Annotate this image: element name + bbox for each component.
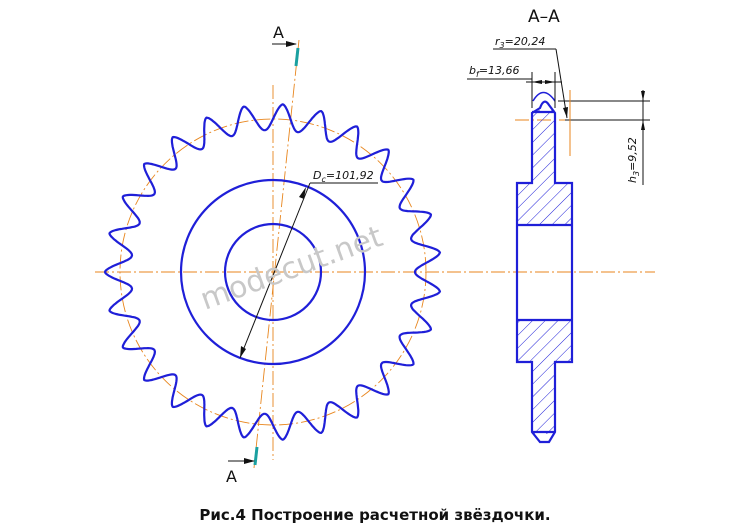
r3-symbol: r — [495, 35, 501, 48]
diameter-line — [239, 182, 311, 359]
r3-subscript: 3 — [500, 41, 505, 50]
hatch-upper-hub — [517, 183, 572, 225]
dc-subscript: c — [321, 175, 326, 184]
hatch-upper-tooth — [532, 110, 555, 183]
bf-subscript: f — [476, 70, 480, 79]
section-mark-top: A — [273, 23, 284, 42]
section-line — [253, 39, 300, 469]
pitch-circle — [119, 118, 427, 426]
diameter-arrow-a — [240, 346, 246, 358]
bf-symbol: b — [469, 64, 476, 77]
bf-label: bf=13,66 — [469, 64, 520, 79]
diameter-label: Dc=101,92 — [313, 169, 374, 184]
arrow-top-head — [286, 41, 297, 47]
dc-symbol: D — [313, 169, 321, 182]
h3-value: =9,52 — [626, 137, 639, 171]
section-mark-bottom: A — [226, 467, 237, 486]
cut-mark-bottom — [253, 446, 259, 466]
diameter-dimension: Dc=101,92 — [239, 169, 378, 359]
h3-arrow-bottom — [641, 120, 645, 130]
figure-caption: Рис.4 Построение расчетной звёздочки. — [199, 506, 551, 524]
h3-symbol: h — [626, 176, 639, 183]
r3-label: r3=20,24 — [495, 35, 545, 50]
hatch-lower-tooth — [532, 362, 555, 434]
section-cut-marks: A A — [226, 23, 300, 486]
dc-value: =101,92 — [326, 169, 374, 182]
cut-mark-top — [294, 47, 300, 67]
r3-line — [555, 48, 568, 119]
section-arrows — [532, 80, 645, 130]
h3-arrow-top — [641, 91, 645, 101]
bf-value: =13,66 — [479, 64, 520, 77]
bf-arrow-left — [532, 80, 542, 84]
r3-value: =20,24 — [505, 35, 546, 48]
sprocket-tooth-profile — [103, 103, 442, 441]
hub-outer-circle — [179, 178, 367, 366]
sprocket-drawing: A A Dc=101,92 A–A — [95, 7, 655, 486]
tooth-tip-arc — [532, 91, 556, 102]
section-outline — [515, 91, 574, 444]
bf-arrow-right — [545, 80, 555, 84]
h3-subscript: 3 — [632, 171, 641, 176]
section-outer-contour — [515, 100, 574, 444]
diameter-arrow-b — [299, 187, 306, 199]
hatch-lower-hub — [517, 320, 572, 362]
section-view-title: A–A — [528, 7, 560, 27]
section-view: A–A — [467, 7, 650, 444]
bore-circle — [223, 222, 323, 322]
arrow-bottom-head — [244, 458, 255, 464]
h3-label: h3=9,52 — [626, 137, 641, 183]
r3-arrow — [563, 107, 568, 118]
section-dimensions — [467, 48, 650, 185]
section-hatch — [517, 110, 572, 434]
